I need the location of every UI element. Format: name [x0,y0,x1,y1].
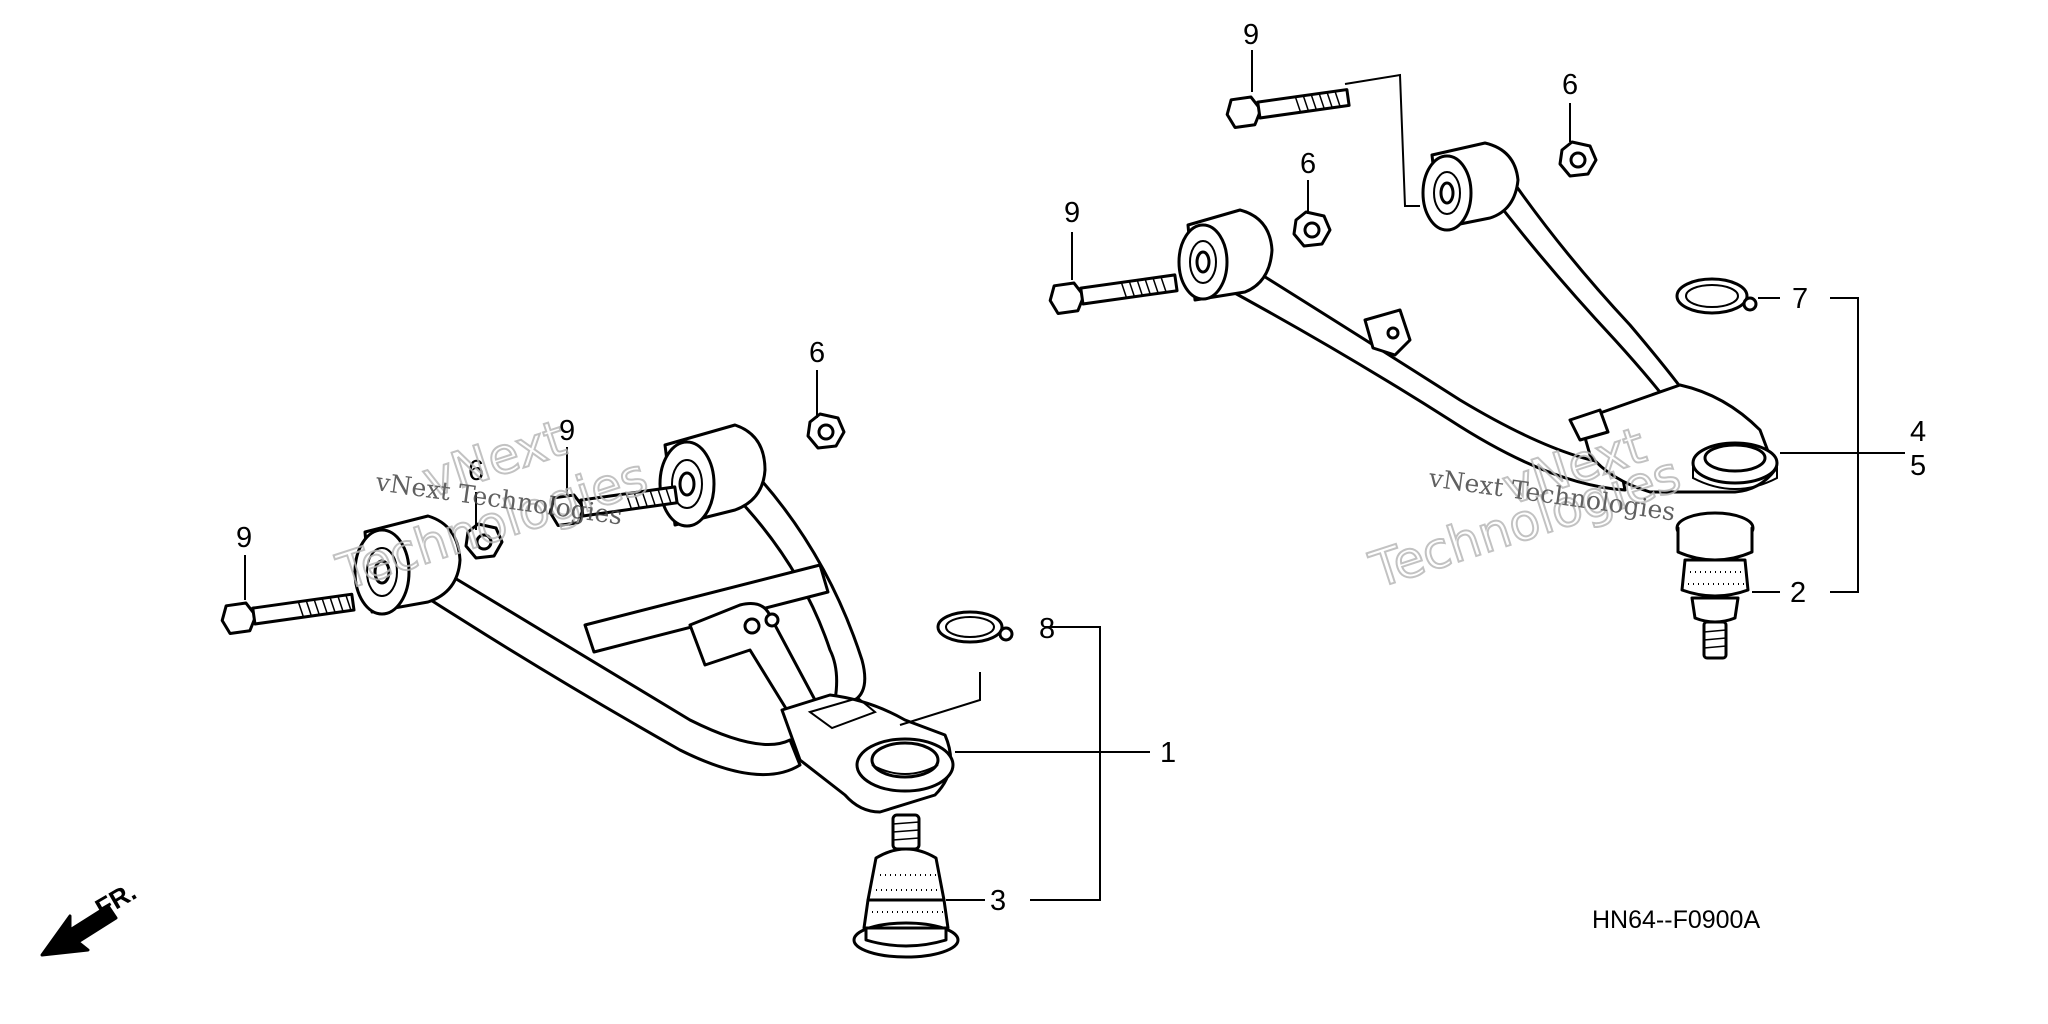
ball-joint-upper [1675,511,1755,660]
callout-7: 7 [1792,283,1808,315]
nut-lower-rear [806,412,846,450]
nut-upper-rear [1558,140,1598,178]
front-direction-arrow: FR. [40,876,141,957]
circlip-lower [936,610,1014,644]
arrow-icon [40,904,118,957]
nut-lower-front [464,522,504,560]
callout-labels: 9 6 9 6 8 1 3 9 6 6 9 7 4 5 2 [236,19,1926,917]
lower-rear-bushing [658,423,767,528]
ball-joint-lower [852,813,960,959]
callout-6-upper-rear: 6 [1562,69,1578,101]
callout-9-lower-rear: 9 [559,415,575,447]
upper-rear-bushing [1421,141,1520,232]
callout-9-upper-rear: 9 [1243,19,1259,51]
callout-9-upper-front: 9 [1064,197,1080,229]
callout-6-upper-front: 6 [1300,148,1316,180]
bolt-lower-rear [548,485,679,528]
upper-front-bushing [1177,208,1274,302]
bolt-lower-front [220,592,356,636]
callout-3: 3 [990,885,1006,917]
bolt-upper-front [1048,273,1179,316]
circlip-upper [1675,277,1758,315]
callout-6-lower-front: 6 [468,455,484,487]
diagram-code: HN64--F0900A [1592,906,1760,934]
nut-upper-front [1292,210,1332,248]
bolt-upper-rear [1225,88,1351,130]
callout-9-lower-front: 9 [236,522,252,554]
callout-2: 2 [1790,577,1806,609]
callout-6-lower-rear: 6 [809,337,825,369]
callout-5: 5 [1910,450,1926,482]
lower-arm-assembly [353,423,955,814]
leader-lines [244,50,1905,901]
lower-front-bushing [353,514,462,616]
callout-4: 4 [1910,416,1926,448]
callout-1: 1 [1160,737,1176,769]
upper-arm-assembly [1177,141,1779,494]
callout-8: 8 [1039,613,1055,645]
